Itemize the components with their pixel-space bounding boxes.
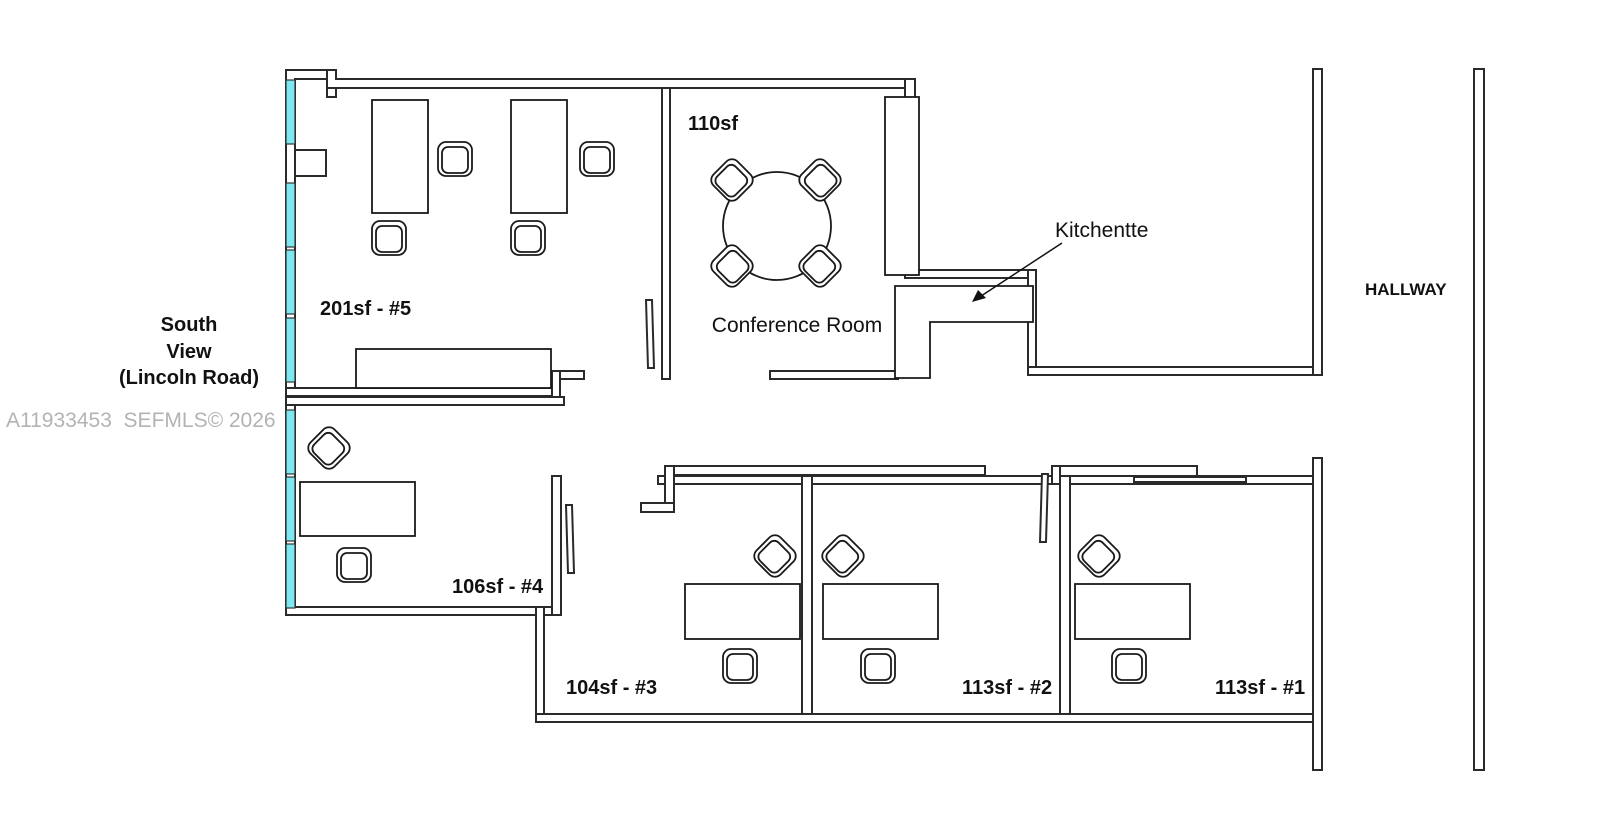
- desk: [1074, 583, 1191, 640]
- windows: [285, 79, 296, 609]
- room-label-office-3: 104sf - #3: [566, 677, 657, 699]
- view-label-line1: South: [161, 314, 218, 336]
- kitchenette-label: Kitchentte: [1055, 219, 1148, 242]
- room-label-office-4: 106sf - #4: [452, 576, 544, 598]
- furniture: [299, 96, 1191, 684]
- desk: [822, 583, 939, 640]
- room-label-office-1: 113sf - #1: [1215, 677, 1305, 699]
- desk: [510, 99, 568, 214]
- room-label-office-5: 201sf - #5: [320, 298, 411, 320]
- kitchen-counter: [894, 285, 1034, 379]
- room-label-office-2: 113sf - #2: [962, 677, 1052, 699]
- desk: [299, 481, 416, 537]
- sideboard: [884, 96, 920, 276]
- credenza: [355, 348, 552, 389]
- view-label-line3: (Lincoln Road): [119, 367, 259, 389]
- room-label-conference-name: Conference Room: [712, 314, 882, 337]
- hallway-label: HALLWAY: [1365, 280, 1447, 299]
- desk: [371, 99, 429, 214]
- desk: [684, 583, 801, 640]
- watermark: A11933453 SEFMLS© 2026: [6, 409, 276, 432]
- room-label-conference-area: 110sf: [688, 113, 738, 135]
- conference-table: [722, 171, 832, 281]
- view-label-line2: View: [166, 341, 212, 363]
